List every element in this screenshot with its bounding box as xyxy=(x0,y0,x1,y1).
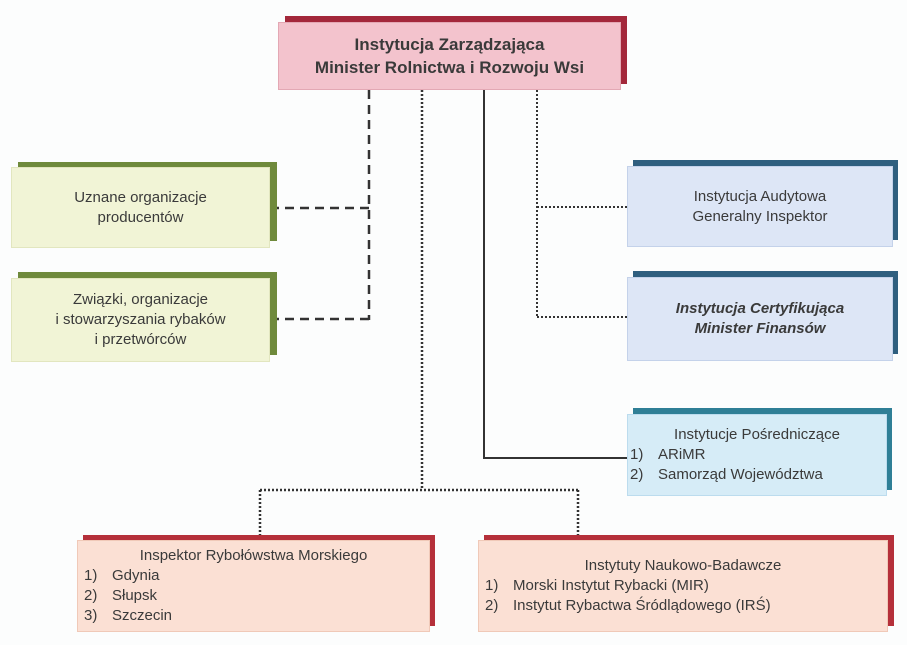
managing-authority-box: Instytucja Zarządzająca Minister Rolnict… xyxy=(278,22,621,90)
intermediate-bodies-box: Instytucje Pośredniczące 1) ARiMR 2) Samor… xyxy=(627,414,887,496)
item-text: Samorząd Województwa xyxy=(658,466,823,483)
item-text: Instytut Rybactwa Śródlądowego (IRŚ) xyxy=(513,597,771,614)
dotted-connector-bottom xyxy=(258,90,580,540)
item-number: 3) xyxy=(84,607,98,624)
item-text: Gdynia xyxy=(112,567,160,584)
fishermen-associations-box: Związki, organizacje i stowarzyszania ry… xyxy=(11,278,270,362)
box-text: Instytucja Audytowa xyxy=(693,187,827,205)
list-item: 2) Słupsk xyxy=(78,586,429,606)
item-number: 1) xyxy=(485,577,499,594)
box-text: i przetwórców xyxy=(94,331,187,348)
certifying-authority-box: Instytucja Certyfikująca Minister Finans… xyxy=(627,277,893,361)
box-title: Instytucje Pośredniczące xyxy=(674,426,840,443)
managing-authority-title: Instytucja Zarządzająca xyxy=(354,35,545,54)
research-institutes-box: Instytuty Naukowo-Badawcze 1) Morski Inst… xyxy=(478,540,888,632)
dashed-connector xyxy=(272,90,371,321)
item-number: 2) xyxy=(84,587,98,604)
producer-organizations-box: Uznane organizacje producentów xyxy=(11,167,270,248)
box-text: Minister Finansów xyxy=(694,320,826,337)
list-item: 2) Samorząd Województwa xyxy=(628,465,886,485)
list-item: 1) Morski Instytut Rybacki (MIR) xyxy=(479,576,887,596)
item-text: Szczecin xyxy=(112,607,173,624)
box-title: Instytuty Naukowo-Badawcze xyxy=(584,557,782,574)
dotted-connector-right xyxy=(536,90,627,318)
item-number: 1) xyxy=(630,446,644,463)
audit-authority-box: Instytucja Audytowa Generalny Inspektor xyxy=(627,166,893,247)
item-text: Morski Instytut Rybacki (MIR) xyxy=(513,577,709,594)
managing-authority-minister: Minister Rolnictwa i Rozwoju Wsi xyxy=(314,58,585,77)
item-text: Słupsk xyxy=(112,587,158,604)
item-number: 2) xyxy=(485,597,499,614)
box-text: Związki, organizacje xyxy=(72,291,209,308)
item-text: ARiMR xyxy=(658,446,706,463)
list-item: 2) Instytut Rybactwa Śródlądowego (IRŚ) xyxy=(479,596,887,616)
item-number: 2) xyxy=(630,466,644,483)
list-item: 1) Gdynia xyxy=(78,566,429,586)
list-item: 1) ARiMR xyxy=(628,445,886,465)
box-text: Instytucja Certyfikująca xyxy=(675,300,845,317)
box-title: Inspektor Rybołówstwa Morskiego xyxy=(139,547,368,564)
list-item: 3) Szczecin xyxy=(78,606,429,626)
solid-connector xyxy=(483,90,627,459)
box-text: Generalny Inspektor xyxy=(692,207,828,225)
box-text: i stowarzyszania rybaków xyxy=(55,311,226,328)
item-number: 1) xyxy=(84,567,98,584)
box-text: producentów xyxy=(97,208,184,226)
sea-fisheries-inspector-box: Inspektor Rybołówstwa Morskiego 1) Gdynia… xyxy=(77,540,430,632)
box-text: Uznane organizacje xyxy=(74,188,207,206)
